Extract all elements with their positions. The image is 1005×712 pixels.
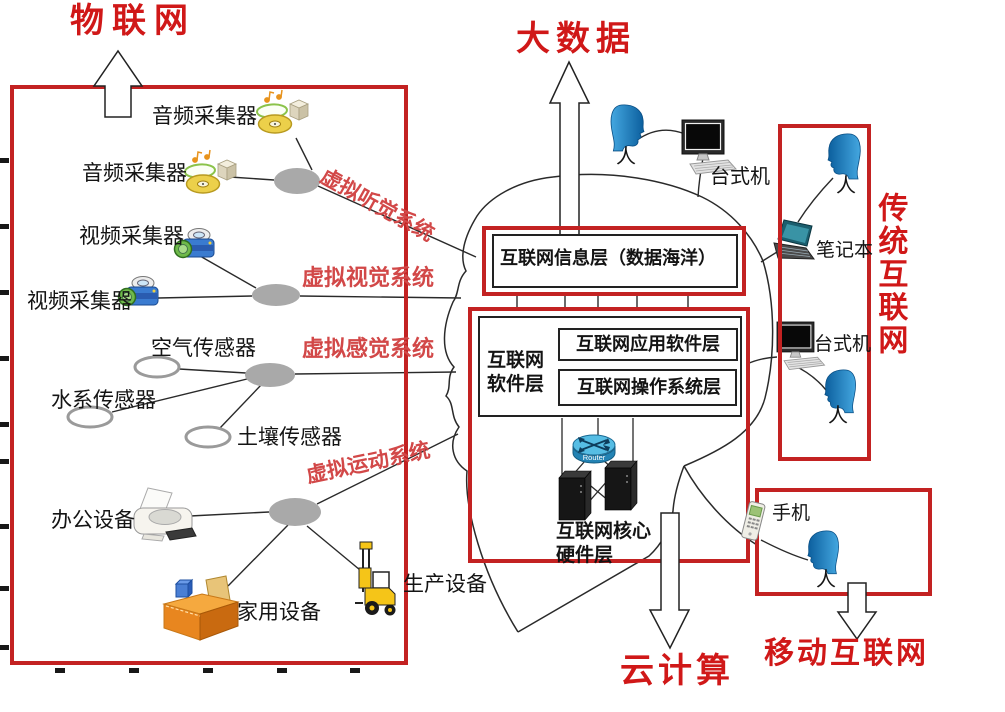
iot-region-box [10,85,408,665]
info-layer-label: 互联网信息层（数据海洋） [500,248,716,268]
traditional-internet-box [778,124,871,461]
home-equipment-label: 家用设备 [237,600,321,624]
big-data-title: 大数据 [516,21,636,58]
audio-collector-label: 音频采集器 [82,161,187,185]
line-desktop-head-top [697,157,704,198]
app-layer-label: 互联网应用软件层 [576,334,720,354]
office-equipment-label: 办公设备 [51,508,135,532]
line-desktop2-head [746,356,778,365]
video-collector-label: 视频采集器 [27,289,132,313]
laptop-label: 笔记本 [816,240,874,261]
line-person-desktop-top [636,129,686,141]
person-label: 人 [836,175,856,197]
software-layer-label: 互联网 软件层 [487,350,545,395]
production-equipment-label: 生产设备 [403,572,487,596]
desktop-label: 台式机 [710,166,770,188]
air-sensor-label: 空气传感器 [151,336,256,360]
person-label: 人 [828,405,848,427]
iot-title: 物联网 [70,3,196,40]
virtual-sensing-label: 虚拟感觉系统 [302,336,435,361]
os-layer-label: 互联网操作系统层 [577,377,721,397]
video-collector-label: 视频采集器 [79,224,184,248]
person-head-icon [610,104,645,152]
person-label: 人 [816,569,836,591]
desktop-label: 台式机 [814,334,872,355]
phone-label: 手机 [772,503,811,524]
person-label: 人 [616,146,636,168]
soil-sensor-label: 土壤传感器 [237,425,342,449]
hardware-layer-label: 互联网核心 硬件层 [556,521,652,566]
virtual-vision-label: 虚拟视觉系统 [302,265,435,290]
audio-collector-label: 音频采集器 [152,104,257,128]
traditional-internet-title: 传统互联网 [873,192,907,357]
big-data-up-arrow [548,60,591,237]
mobile-internet-title: 移动互联网 [764,637,929,670]
water-sensor-label: 水系传感器 [51,388,156,412]
line-laptop-head [760,251,778,263]
cloud-computing-title: 云计算 [620,653,734,690]
